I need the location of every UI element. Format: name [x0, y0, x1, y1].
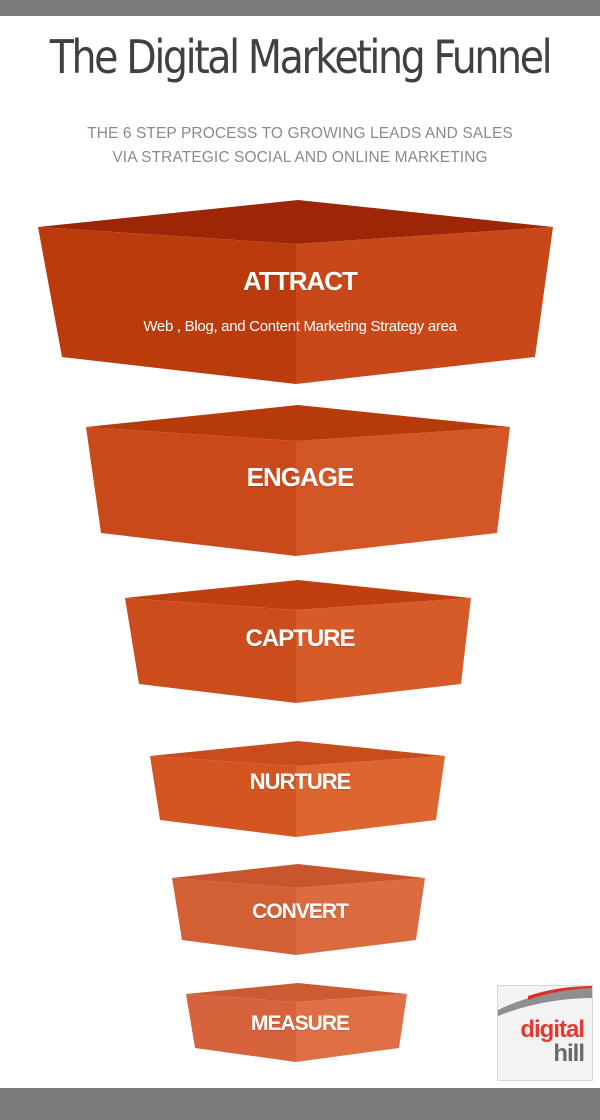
subtitle-line-1: THE 6 STEP PROCESS TO GROWING LEADS AND …	[87, 125, 513, 142]
step-label-capture: CAPTURE	[245, 625, 355, 652]
subtitle-line-2: VIA STRATEGIC SOCIAL AND ONLINE MARKETIN…	[112, 149, 488, 166]
funnel-step-capture	[125, 580, 471, 703]
page-title: The Digital Marketing Funnel	[49, 30, 553, 84]
funnel-step-convert	[172, 864, 425, 955]
top-bar	[0, 0, 600, 16]
step-label-convert: CONVERT	[252, 900, 349, 923]
funnel-step-nurture	[150, 741, 445, 837]
step-label-nurture: NURTURE	[249, 769, 352, 794]
logo-text-digital: digital	[520, 1016, 585, 1043]
step-label-measure: MEASURE	[250, 1012, 350, 1035]
page-subtitle: THE 6 STEP PROCESS TO GROWING LEADS AND …	[0, 122, 600, 170]
funnel-step-engage	[86, 405, 510, 556]
funnel-step-measure	[186, 983, 407, 1062]
logo-swoosh-icon	[498, 986, 592, 1016]
funnel-step-attract	[38, 200, 553, 384]
step-description-attract: Web , Blog, and Content Marketing Strate…	[143, 318, 457, 335]
step-label-engage: ENGAGE	[246, 462, 355, 492]
step-label-attract: ATTRACT	[243, 266, 358, 296]
digital-hill-logo: digital hill	[497, 985, 593, 1081]
bottom-bar	[0, 1088, 600, 1120]
logo-text-hill: hill	[553, 1040, 585, 1067]
